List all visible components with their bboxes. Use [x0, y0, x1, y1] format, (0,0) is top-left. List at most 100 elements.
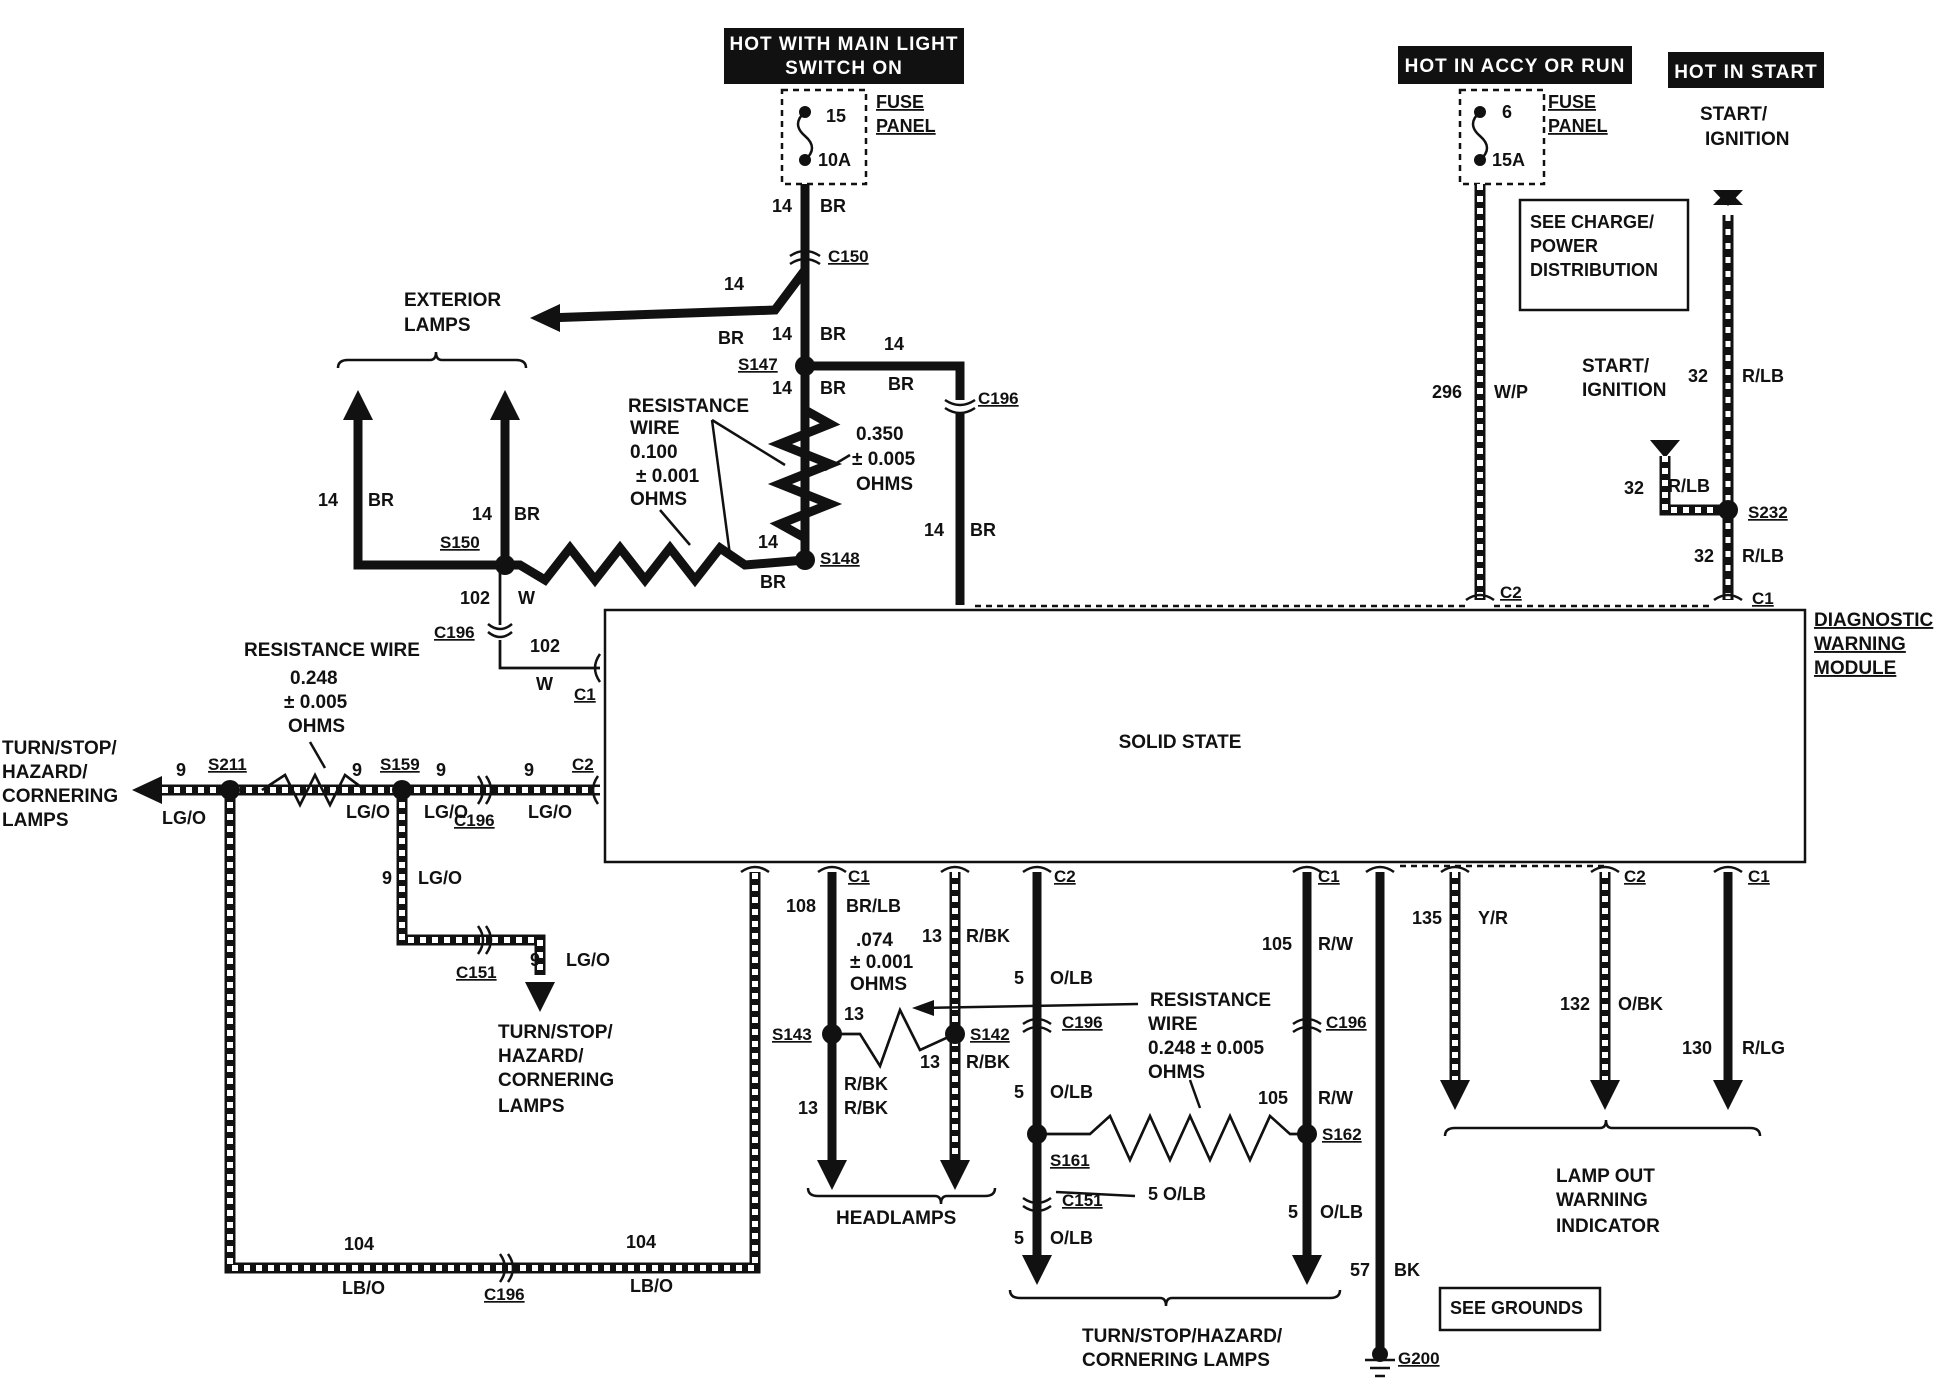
svg-text:SWITCH ON: SWITCH ON — [785, 58, 903, 79]
svg-text:CORNERING: CORNERING — [498, 1070, 614, 1091]
svg-text:105: 105 — [1258, 1088, 1288, 1108]
turn-bottom-label: TURN/STOP/HAZARD/ CORNERING LAMPS — [1082, 1326, 1283, 1371]
svg-text:OHMS: OHMS — [630, 489, 687, 510]
svg-text:LG/O: LG/O — [424, 802, 468, 822]
svg-text:C1: C1 — [1318, 867, 1340, 886]
svg-text:HAZARD/: HAZARD/ — [2, 762, 88, 783]
svg-text:104: 104 — [344, 1234, 374, 1254]
exterior-lamps-bracket — [336, 351, 528, 369]
svg-text:32: 32 — [1624, 478, 1644, 498]
svg-text:14: 14 — [924, 520, 944, 540]
svg-text:BR: BR — [820, 196, 846, 216]
turn-bottom-wiring — [1008, 865, 1342, 1307]
splice-s162 — [1297, 1124, 1317, 1144]
svg-text:INDICATOR: INDICATOR — [1556, 1216, 1660, 1237]
svg-text:TURN/STOP/HAZARD/: TURN/STOP/HAZARD/ — [1082, 1326, 1283, 1347]
svg-text:W: W — [536, 674, 553, 694]
svg-text:W: W — [518, 588, 535, 608]
turn-mid-label: TURN/STOP/ HAZARD/ CORNERING LAMPS — [498, 1022, 614, 1117]
svg-text:PANEL: PANEL — [1548, 116, 1608, 136]
svg-text:9: 9 — [352, 760, 362, 780]
svg-text:R/LB: R/LB — [1668, 476, 1710, 496]
svg-text:TURN/STOP/: TURN/STOP/ — [2, 738, 117, 759]
headlamps-label: HEADLAMPS — [836, 1208, 956, 1229]
svg-text:9: 9 — [382, 868, 392, 888]
splice-s142 — [945, 1024, 965, 1044]
svg-text:C1: C1 — [1748, 867, 1770, 886]
exterior-lamps-label: EXTERIOR — [404, 290, 501, 311]
svg-text:108: 108 — [786, 896, 816, 916]
svg-text:5: 5 — [1288, 1202, 1298, 1222]
svg-text:R/BK: R/BK — [966, 1052, 1010, 1072]
svg-text:LAMPS: LAMPS — [2, 810, 69, 831]
svg-text:PANEL: PANEL — [876, 116, 936, 136]
svg-text:S142: S142 — [970, 1025, 1010, 1044]
svg-text:15A: 15A — [1492, 150, 1525, 170]
svg-text:14: 14 — [758, 532, 778, 552]
lamp-out-wiring — [1400, 864, 1762, 1137]
svg-text:BR: BR — [368, 490, 394, 510]
svg-text:BR: BR — [888, 374, 914, 394]
svg-text:C196: C196 — [484, 1285, 525, 1304]
svg-text:C196: C196 — [1062, 1013, 1103, 1032]
svg-text:105: 105 — [1262, 934, 1292, 954]
svg-text:.074: .074 — [856, 930, 893, 951]
svg-text:R/BK: R/BK — [966, 926, 1010, 946]
start-ignition-mid: START/ — [1582, 356, 1650, 377]
svg-text:LAMPS: LAMPS — [498, 1096, 565, 1117]
svg-text:14: 14 — [772, 196, 792, 216]
start-ignition-mid-2: IGNITION — [1582, 380, 1666, 401]
svg-text:± 0.005: ± 0.005 — [852, 449, 916, 470]
svg-text:CORNERING: CORNERING — [2, 786, 118, 807]
splice-s150 — [495, 555, 515, 575]
svg-text:DIAGNOSTIC: DIAGNOSTIC — [1814, 610, 1934, 631]
ground-g200: G200 — [1398, 1349, 1440, 1368]
svg-text:OHMS: OHMS — [850, 974, 907, 995]
splice-s211 — [220, 780, 240, 800]
ground-wire — [1365, 865, 1395, 1378]
svg-text:C2: C2 — [1624, 867, 1646, 886]
lgo-wiring — [132, 772, 770, 1283]
svg-text:RESISTANCE: RESISTANCE — [628, 396, 749, 417]
svg-text:C196: C196 — [978, 389, 1019, 408]
wp-feed-wire — [975, 184, 1495, 608]
svg-text:5: 5 — [1014, 1228, 1024, 1248]
svg-text:S143: S143 — [772, 1025, 812, 1044]
svg-text:O/LB: O/LB — [1050, 1228, 1093, 1248]
svg-text:14: 14 — [772, 378, 792, 398]
lamp-out-label: LAMP OUT WARNING INDICATOR — [1556, 1166, 1660, 1237]
svg-text:W/P: W/P — [1494, 382, 1528, 402]
svg-text:296: 296 — [1432, 382, 1462, 402]
svg-text:WIRE: WIRE — [1148, 1014, 1198, 1035]
svg-text:C1: C1 — [1752, 589, 1774, 608]
splice-s161 — [1027, 1124, 1047, 1144]
svg-text:5: 5 — [1014, 968, 1024, 988]
svg-text:0.350: 0.350 — [856, 424, 904, 445]
rlb-start-wire — [1494, 190, 1743, 608]
svg-text:BR: BR — [970, 520, 996, 540]
svg-text:C151: C151 — [1062, 1191, 1103, 1210]
svg-text:104: 104 — [626, 1232, 656, 1252]
svg-text:± 0.005: ± 0.005 — [284, 692, 348, 713]
svg-text:LAMP OUT: LAMP OUT — [1556, 1166, 1655, 1187]
svg-text:MODULE: MODULE — [1814, 658, 1896, 679]
svg-text:O/LB: O/LB — [1050, 1082, 1093, 1102]
svg-text:OHMS: OHMS — [1148, 1062, 1205, 1083]
svg-text:C150: C150 — [828, 247, 869, 266]
turn-left-label: TURN/STOP/ HAZARD/ CORNERING LAMPS — [2, 738, 118, 831]
svg-text:9: 9 — [176, 760, 186, 780]
exterior-lamps-label-2: LAMPS — [404, 315, 471, 336]
svg-text:13: 13 — [922, 926, 942, 946]
diagnostic-warning-module: SOLID STATE DIAGNOSTIC WARNING MODULE — [603, 608, 1934, 864]
svg-text:14: 14 — [772, 324, 792, 344]
svg-text:TURN/STOP/: TURN/STOP/ — [498, 1022, 613, 1043]
splice-s147 — [795, 356, 815, 376]
svg-text:14: 14 — [884, 334, 904, 354]
svg-text:HOT IN START: HOT IN START — [1674, 62, 1818, 83]
svg-text:102: 102 — [530, 636, 560, 656]
module-body-label: SOLID STATE — [1119, 732, 1242, 753]
splice-s159 — [392, 780, 412, 800]
svg-text:C196: C196 — [454, 811, 495, 830]
svg-text:C196: C196 — [1326, 1013, 1367, 1032]
